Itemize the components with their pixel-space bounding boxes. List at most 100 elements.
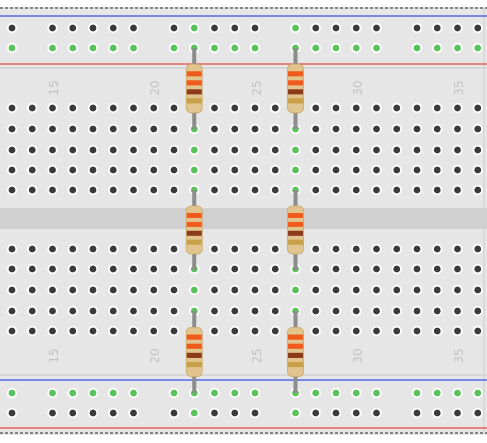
hole-strip-r7-c22[interactable] [452,284,463,296]
hole-strip-r2-c0[interactable] [6,144,18,156]
hole-top-rail-a-9[interactable] [189,22,200,34]
hole-strip-r9-c12[interactable] [249,325,261,337]
hole-strip-r7-c1[interactable] [27,284,38,296]
hole-strip-r8-c5[interactable] [108,305,119,317]
hole-strip-r7-c11[interactable] [229,284,240,296]
hole-grid[interactable] [6,22,483,419]
hole-strip-r7-c23[interactable] [472,284,483,296]
hole-bottom-rail-a-3[interactable] [67,387,78,399]
hole-bottom-rail-a-11[interactable] [229,387,240,399]
hole-bottom-rail-b-10[interactable] [209,407,220,419]
hole-strip-r2-c18[interactable] [371,144,382,156]
hole-strip-r2-c22[interactable] [452,144,463,156]
hole-bottom-rail-b-0[interactable] [6,407,18,419]
hole-strip-r7-c18[interactable] [371,284,382,296]
resistor-r3[interactable] [185,190,203,270]
hole-strip-r5-c22[interactable] [452,243,463,255]
hole-strip-r0-c23[interactable] [472,102,483,114]
hole-top-rail-b-20[interactable] [411,42,423,54]
hole-strip-r6-c15[interactable] [310,263,321,275]
hole-strip-r3-c16[interactable] [330,164,342,176]
hole-strip-r8-c17[interactable] [351,305,362,317]
hole-strip-r6-c5[interactable] [108,263,119,275]
hole-strip-r8-c10[interactable] [209,305,220,317]
hole-top-rail-b-4[interactable] [87,42,99,54]
hole-bottom-rail-b-17[interactable] [351,407,362,419]
hole-strip-r6-c20[interactable] [411,263,423,275]
hole-strip-r0-c2[interactable] [47,102,58,114]
hole-strip-r4-c3[interactable] [67,184,78,196]
hole-strip-r8-c4[interactable] [87,305,99,317]
hole-strip-r8-c12[interactable] [249,305,261,317]
hole-strip-r3-c6[interactable] [128,164,139,176]
hole-strip-r7-c21[interactable] [432,284,443,296]
hole-strip-r7-c15[interactable] [310,284,321,296]
hole-strip-r0-c22[interactable] [452,102,463,114]
hole-strip-r1-c11[interactable] [229,123,240,135]
hole-strip-r2-c11[interactable] [229,144,240,156]
hole-strip-r8-c0[interactable] [6,305,18,317]
hole-strip-r7-c5[interactable] [108,284,119,296]
hole-bottom-rail-a-16[interactable] [330,387,342,399]
hole-strip-r0-c18[interactable] [371,102,382,114]
hole-strip-r9-c20[interactable] [411,325,423,337]
hole-strip-r7-c13[interactable] [270,284,281,296]
hole-strip-r6-c13[interactable] [270,263,281,275]
hole-strip-r1-c16[interactable] [330,123,342,135]
hole-strip-r2-c15[interactable] [310,144,321,156]
hole-strip-r6-c6[interactable] [128,263,139,275]
hole-strip-r8-c21[interactable] [432,305,443,317]
hole-strip-r2-c20[interactable] [411,144,423,156]
hole-strip-r9-c22[interactable] [452,325,463,337]
hole-strip-r0-c21[interactable] [432,102,443,114]
hole-strip-r9-c6[interactable] [128,325,139,337]
hole-strip-r8-c2[interactable] [47,305,58,317]
hole-strip-r0-c12[interactable] [249,102,261,114]
hole-strip-r7-c20[interactable] [411,284,423,296]
hole-strip-r0-c13[interactable] [270,102,281,114]
hole-strip-r1-c1[interactable] [27,123,38,135]
hole-top-rail-b-6[interactable] [128,42,139,54]
hole-top-rail-a-3[interactable] [67,22,78,34]
hole-top-rail-a-14[interactable] [290,22,301,34]
hole-top-rail-b-22[interactable] [452,42,463,54]
hole-strip-r8-c22[interactable] [452,305,463,317]
hole-bottom-rail-a-12[interactable] [249,387,261,399]
hole-strip-r7-c17[interactable] [351,284,362,296]
resistor-r2[interactable] [287,48,304,129]
hole-strip-r1-c23[interactable] [472,123,483,135]
hole-bottom-rail-b-15[interactable] [310,407,321,419]
hole-strip-r2-c1[interactable] [27,144,38,156]
hole-strip-r4-c13[interactable] [270,184,281,196]
hole-strip-r6-c4[interactable] [87,263,99,275]
resistor-r6[interactable] [287,311,304,393]
hole-top-rail-b-10[interactable] [209,42,220,54]
hole-strip-r5-c18[interactable] [371,243,382,255]
hole-strip-r6-c3[interactable] [67,263,78,275]
hole-strip-r7-c12[interactable] [249,284,261,296]
hole-strip-r8-c18[interactable] [371,305,382,317]
hole-strip-r7-c8[interactable] [168,284,180,296]
hole-strip-r5-c13[interactable] [270,243,281,255]
hole-strip-r5-c15[interactable] [310,243,321,255]
hole-strip-r3-c17[interactable] [351,164,362,176]
hole-top-rail-a-4[interactable] [87,22,99,34]
hole-strip-r2-c19[interactable] [391,144,402,156]
hole-strip-r1-c8[interactable] [168,123,180,135]
hole-strip-r2-c21[interactable] [432,144,443,156]
hole-top-rail-a-20[interactable] [411,22,423,34]
hole-strip-r7-c9[interactable] [189,284,200,296]
hole-strip-r2-c2[interactable] [47,144,58,156]
hole-strip-r8-c13[interactable] [270,305,281,317]
hole-bottom-rail-b-6[interactable] [128,407,139,419]
hole-bottom-rail-b-18[interactable] [371,407,382,419]
hole-strip-r0-c6[interactable] [128,102,139,114]
hole-strip-r8-c19[interactable] [391,305,402,317]
hole-bottom-rail-b-9[interactable] [189,407,200,419]
hole-strip-r5-c7[interactable] [148,243,159,255]
hole-strip-r4-c23[interactable] [472,184,483,196]
hole-bottom-rail-b-2[interactable] [47,407,58,419]
hole-bottom-rail-a-0[interactable] [6,387,18,399]
hole-bottom-rail-b-20[interactable] [411,407,423,419]
